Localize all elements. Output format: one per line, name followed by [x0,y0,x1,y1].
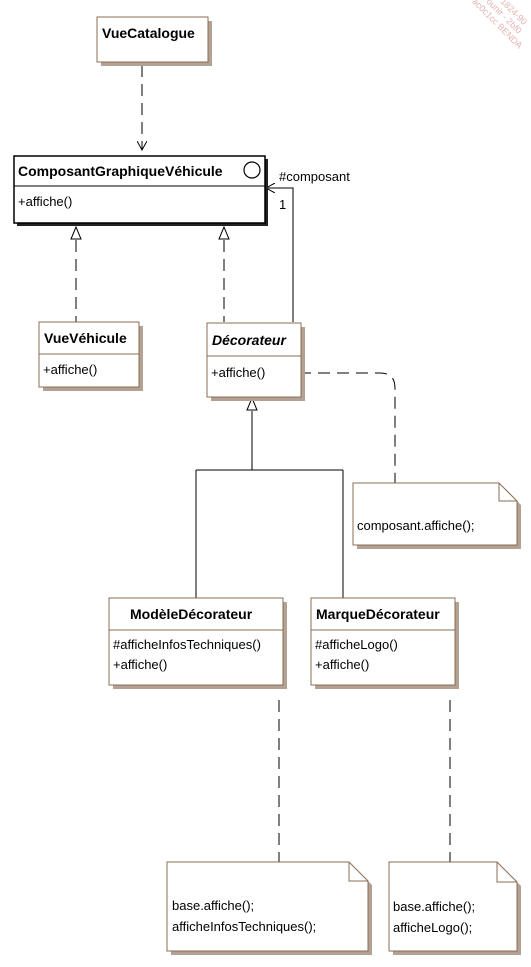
class-marque-decorateur[interactable]: MarqueDécorateur #afficheLogo() +affiche… [310,597,459,689]
class-name: ComposantGraphiqueVéhicule [18,163,223,179]
note-line-2: afficheInfosTechniques(); [172,919,316,934]
note-body [388,861,518,952]
note-line-2: afficheLogo(); [393,920,472,935]
class-modele-decorateur[interactable]: ModèleDécorateur #afficheInfosTechniques… [108,597,287,689]
note-marque-decorateur[interactable]: base.affiche(); afficheLogo(); [388,861,521,955]
method-affiche: +affiche() [315,657,369,672]
class-name: Décorateur [212,332,287,348]
note-body [352,482,518,546]
generalization-arrowhead [246,396,258,411]
note-modele-decorateur[interactable]: base.affiche(); afficheInfosTechniques()… [166,861,372,955]
class-name: ModèleDécorateur [130,606,253,622]
class-composant-graphique-vehicule[interactable]: ComposantGraphiqueVéhicule +affiche() [13,155,268,226]
class-decorateur[interactable]: Décorateur +affiche() [206,322,305,401]
box [108,597,284,686]
method-affiche-logo: #afficheLogo() [315,637,398,652]
method-affiche-infos-techniques: #afficheInfosTechniques() [113,637,261,652]
method-affiche: +affiche() [18,194,72,209]
class-name: VueVéhicule [44,330,127,346]
watermark: 1824-90 ounir - 2bf0 ac0c1cc BENDA [470,0,529,50]
note-decorateur[interactable]: composant.affiche(); [352,482,521,549]
interface-circle-icon [243,161,261,179]
realization-arrowhead-vuevehicule [70,225,82,240]
class-vuecatalogue[interactable]: VueCatalogue [96,16,212,66]
method-affiche: +affiche() [211,365,265,380]
association-composant [266,188,294,322]
association-multiplicity: 1 [279,197,286,212]
note-body [166,861,369,952]
note-fold [496,862,517,883]
box [206,322,302,398]
box [13,155,266,224]
box [96,16,209,63]
method-affiche: +affiche() [113,657,167,672]
class-name: VueCatalogue [102,25,195,41]
realization-arrowhead-decorateur [218,225,230,240]
note-fold [348,862,368,882]
box [310,597,456,686]
note-link-decorateur [299,372,396,483]
class-vuevehicule[interactable]: VueVéhicule +affiche() [38,321,143,391]
note-line-1: composant.affiche(); [357,518,475,533]
association-role-label: #composant [279,169,350,184]
note-line-1: base.affiche(); [172,898,254,913]
method-affiche: +affiche() [43,362,97,377]
note-fold [498,483,517,502]
note-line-1: base.affiche(); [393,899,475,914]
class-name: MarqueDécorateur [316,606,440,622]
